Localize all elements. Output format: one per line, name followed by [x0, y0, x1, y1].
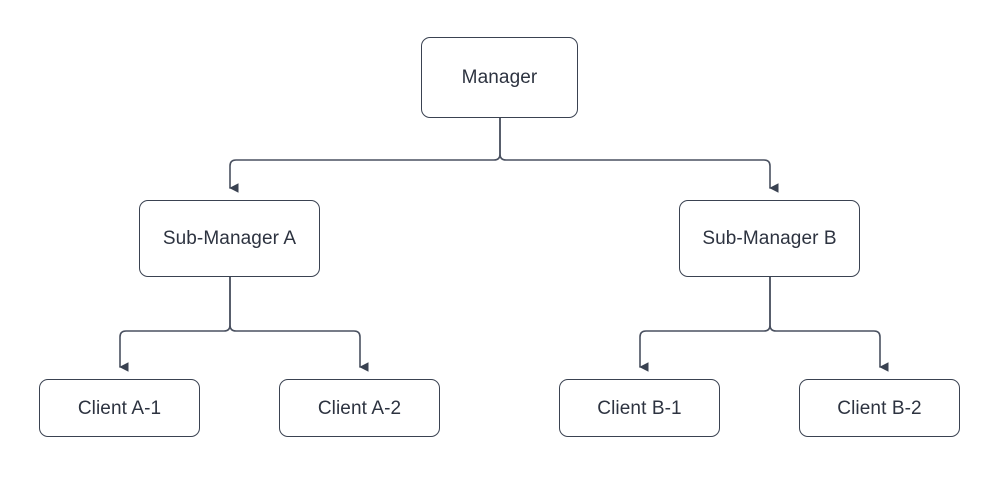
- node-client-a1-label: Client A-1: [77, 397, 162, 419]
- edge-sub-manager-b-to-client-b2: [769, 276, 889, 372]
- node-client-a1[interactable]: Client A-1: [39, 379, 200, 437]
- edge-manager-to-sub-manager-a: [229, 117, 501, 193]
- node-client-a2-label: Client A-2: [317, 397, 402, 419]
- node-sub-manager-b[interactable]: Sub-Manager B: [679, 200, 860, 277]
- node-client-b1[interactable]: Client B-1: [559, 379, 720, 437]
- node-sub-manager-a[interactable]: Sub-Manager A: [139, 200, 320, 277]
- node-client-a2[interactable]: Client A-2: [279, 379, 440, 437]
- node-manager-label: Manager: [461, 67, 538, 88]
- node-sub-manager-b-label: Sub-Manager B: [702, 228, 837, 249]
- edge-sub-manager-a-to-client-a2: [229, 276, 369, 372]
- edge-manager-to-sub-manager-b: [499, 117, 779, 193]
- node-client-b1-label: Client B-1: [597, 397, 682, 419]
- node-client-b2-label: Client B-2: [837, 397, 922, 419]
- node-manager[interactable]: Manager: [421, 37, 578, 118]
- node-sub-manager-a-label: Sub-Manager A: [162, 228, 297, 249]
- edge-sub-manager-a-to-client-a1: [119, 276, 231, 372]
- node-client-b2[interactable]: Client B-2: [799, 379, 960, 437]
- edge-sub-manager-b-to-client-b1: [639, 276, 771, 372]
